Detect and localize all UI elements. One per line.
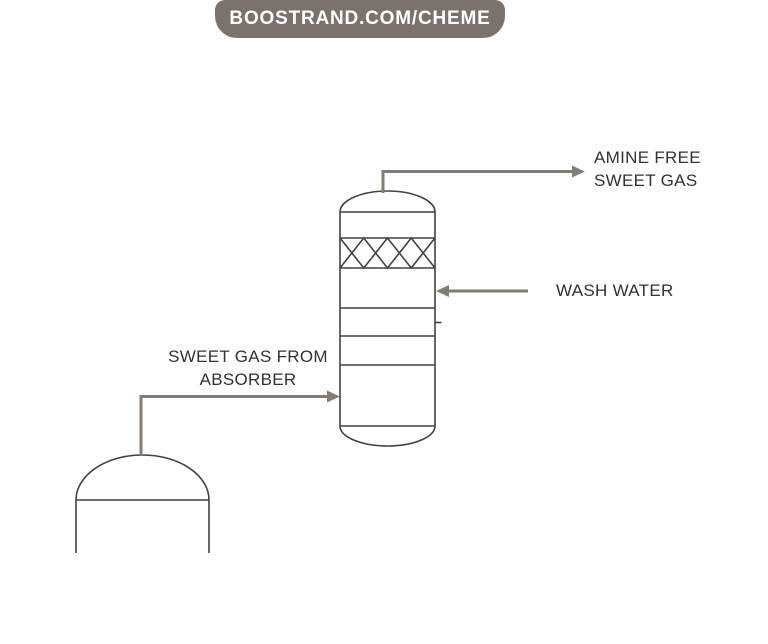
outlet-pipe-line [381, 170, 574, 193]
site-banner: BOOSTRAND.COM/CHEME [215, 0, 505, 38]
wash-water-pipe [436, 285, 528, 297]
outlet-pipe [381, 165, 585, 193]
site-banner-text: BOOSTRAND.COM/CHEME [229, 8, 491, 29]
label-sweet-gas-from-absorber-line2: ABSORBER [199, 370, 297, 389]
label-sweet-gas-from-absorber: SWEET GAS FROM ABSORBER [150, 345, 346, 391]
packing-hatch-zigzag-down [339, 236, 436, 270]
column-top-dome [339, 190, 436, 213]
tray-lines [340, 307, 435, 366]
feed-pipe-line [139, 395, 329, 456]
label-amine-free-sweet-gas: AMINE FREE SWEET GAS [594, 146, 701, 192]
label-wash-water: WASH WATER [556, 281, 674, 300]
absorber-top-dome [75, 454, 210, 501]
right-arrow-icon [572, 165, 585, 178]
column-bottom-dish [339, 425, 436, 447]
packing-hatch-zigzag-up [339, 236, 436, 270]
right-arrow-icon [327, 390, 340, 403]
label-sweet-gas-from-absorber-line1: SWEET GAS FROM [168, 347, 328, 366]
left-arrow-icon [436, 285, 449, 297]
feed-pipe [139, 390, 340, 456]
absorber-vessel [75, 454, 210, 553]
label-amine-free-sweet-gas-line1: AMINE FREE [594, 148, 701, 167]
label-amine-free-sweet-gas-line2: SWEET GAS [594, 171, 698, 190]
packing-section [339, 236, 436, 270]
wash-column [339, 190, 442, 447]
